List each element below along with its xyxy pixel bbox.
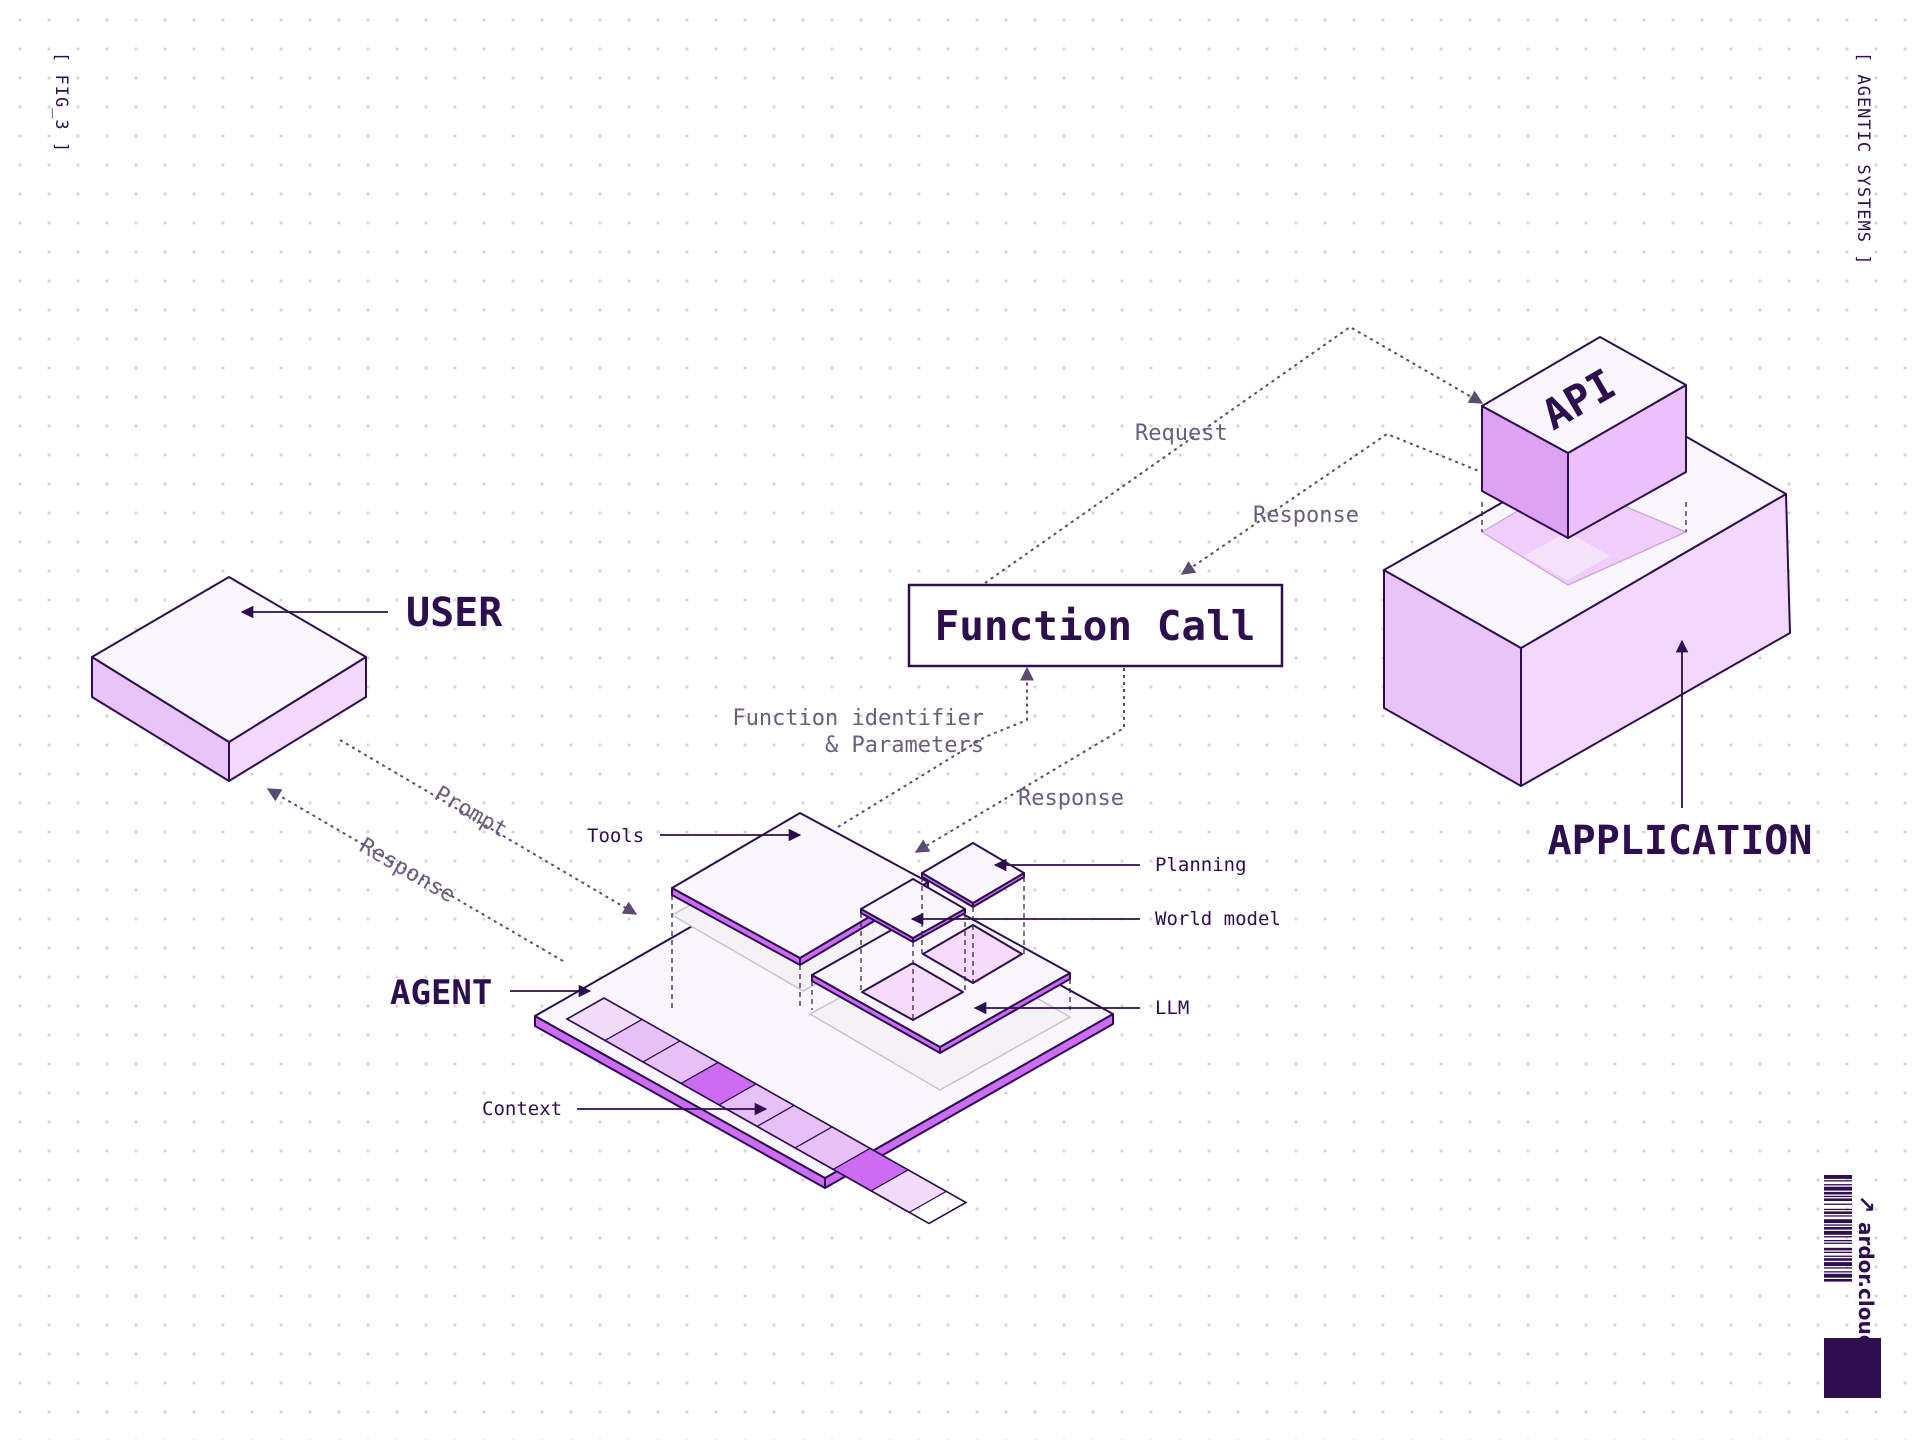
barcode-bar	[1824, 1215, 1852, 1217]
response-to-agent-label: Response	[1018, 786, 1124, 811]
function-call-box	[907, 583, 1284, 668]
brand-block	[1824, 1338, 1881, 1398]
barcode-bar	[1824, 1184, 1852, 1186]
request-arrow	[984, 325, 1484, 584]
user-box	[91, 576, 367, 782]
function-identifier-label-line1: Function identifier	[732, 706, 984, 731]
api-box	[1481, 336, 1687, 539]
brand-arrow-icon: ↗	[1853, 1195, 1878, 1213]
function-call-label: Function Call	[935, 602, 1256, 650]
response-to-user-arrow	[266, 788, 564, 962]
llm-label: LLM	[1155, 997, 1189, 1019]
function-identifier-arrow	[837, 666, 1034, 828]
barcode-bar	[1824, 1242, 1852, 1244]
request-label: Request	[1135, 421, 1228, 446]
barcode-bar	[1824, 1208, 1852, 1211]
application-label: APPLICATION	[1548, 818, 1813, 864]
barcode-bar	[1824, 1279, 1852, 1282]
barcode-bar	[1824, 1224, 1852, 1226]
barcode-bar	[1824, 1227, 1852, 1230]
agent-label: AGENT	[390, 973, 492, 1013]
barcode-bar	[1824, 1247, 1852, 1251]
planning-label: Planning	[1155, 854, 1247, 876]
function-identifier-label-line2: & Parameters	[825, 733, 984, 758]
context-frame	[565, 997, 968, 1225]
barcode-bar	[1824, 1191, 1852, 1195]
brand-name: ardor.cloud	[1854, 1222, 1878, 1349]
barcode-bar	[1824, 1230, 1852, 1235]
barcode-bar	[1824, 1251, 1852, 1253]
barcode-bar	[1824, 1273, 1852, 1278]
barcode-bar	[1824, 1198, 1852, 1201]
barcode-bar	[1824, 1219, 1852, 1224]
llm-plate	[811, 901, 1071, 1054]
barcode-bar	[1824, 1195, 1852, 1198]
response-from-api-label: Response	[1253, 503, 1359, 528]
barcode-bar	[1824, 1180, 1852, 1182]
tools-label: Tools	[587, 825, 644, 847]
user-label: USER	[406, 590, 503, 636]
section-label: [ AGENTIC SYSTEMS ]	[1853, 52, 1873, 265]
barcode-bar	[1824, 1186, 1852, 1191]
fig-label: [ FIG_3 ]	[51, 52, 71, 153]
context-strip	[565, 997, 968, 1225]
brand-barcode	[1824, 1175, 1852, 1282]
world-model-plate	[860, 878, 966, 1020]
prompt-arrow	[339, 739, 638, 915]
agent-board	[534, 812, 1114, 1225]
barcode-bar	[1824, 1271, 1852, 1273]
barcode-bar	[1824, 1240, 1852, 1242]
barcode-bar	[1824, 1258, 1852, 1261]
world-model-label: World model	[1155, 908, 1281, 930]
context-label: Context	[482, 1098, 562, 1120]
barcode-bar	[1824, 1267, 1852, 1269]
barcode-bar	[1824, 1236, 1852, 1238]
barcode-bar	[1824, 1203, 1852, 1205]
barcode-bar	[1824, 1175, 1852, 1179]
planning-plate	[921, 842, 1025, 983]
barcode-bar	[1824, 1255, 1852, 1257]
barcode-bar	[1824, 1211, 1852, 1214]
barcode-bar	[1824, 1262, 1852, 1266]
